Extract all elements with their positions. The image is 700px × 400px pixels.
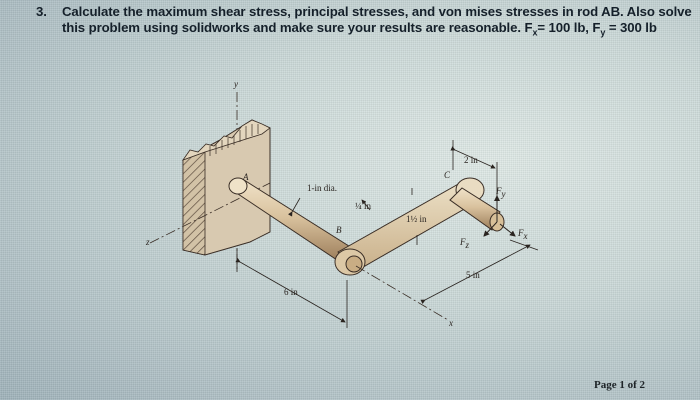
fixed-wall-support <box>181 119 271 256</box>
dim-quarter-in: ¼ in <box>355 201 372 211</box>
fx-label-sub: x <box>523 230 528 241</box>
problem-line-1: Calculate the maximum shear stress, prin… <box>62 4 692 19</box>
fz-label-sub: z <box>465 239 470 250</box>
fy-value: = 300 lb <box>605 20 657 35</box>
dim-two-in: 2 in <box>464 155 478 165</box>
force-fz-arrow <box>483 221 498 237</box>
force-label-fx: Fx <box>518 228 528 241</box>
force-arrows <box>483 195 516 237</box>
dim-rod-diameter: 1-in dia. <box>307 183 337 193</box>
problem-line-2: this problem using solidworks and make s… <box>62 20 657 41</box>
fx-subscript: x <box>532 27 538 38</box>
dim-five-in: 5 in <box>466 270 480 280</box>
fy-label-text: F <box>496 186 502 196</box>
fx-label-text: F <box>518 228 524 238</box>
force-fx-arrow <box>499 223 516 237</box>
fy-label-sub: y <box>501 188 506 199</box>
axis-label-x: x <box>449 318 453 328</box>
page-number: Page 1 of 2 <box>594 379 646 391</box>
point-label-a: A <box>243 172 249 182</box>
axis-label-y: y <box>234 79 238 89</box>
fz-label-text: F <box>460 237 466 247</box>
point-label-c: C <box>444 170 451 180</box>
x-axis <box>355 265 449 321</box>
fy-subscript: y <box>600 27 606 38</box>
problem-line-2-text: this problem using solidworks and make s… <box>62 20 533 35</box>
dim-arm-width: 1½ in <box>406 214 427 224</box>
force-label-fz: Fz <box>460 237 469 250</box>
problem-number: 3. <box>36 4 47 19</box>
point-label-b: B <box>336 225 342 235</box>
fx-value: = 100 lb, F <box>537 20 601 35</box>
axis-label-z: z <box>146 237 150 247</box>
dim-six-in: 6 in <box>284 287 298 297</box>
force-label-fy: Fy <box>496 186 506 199</box>
